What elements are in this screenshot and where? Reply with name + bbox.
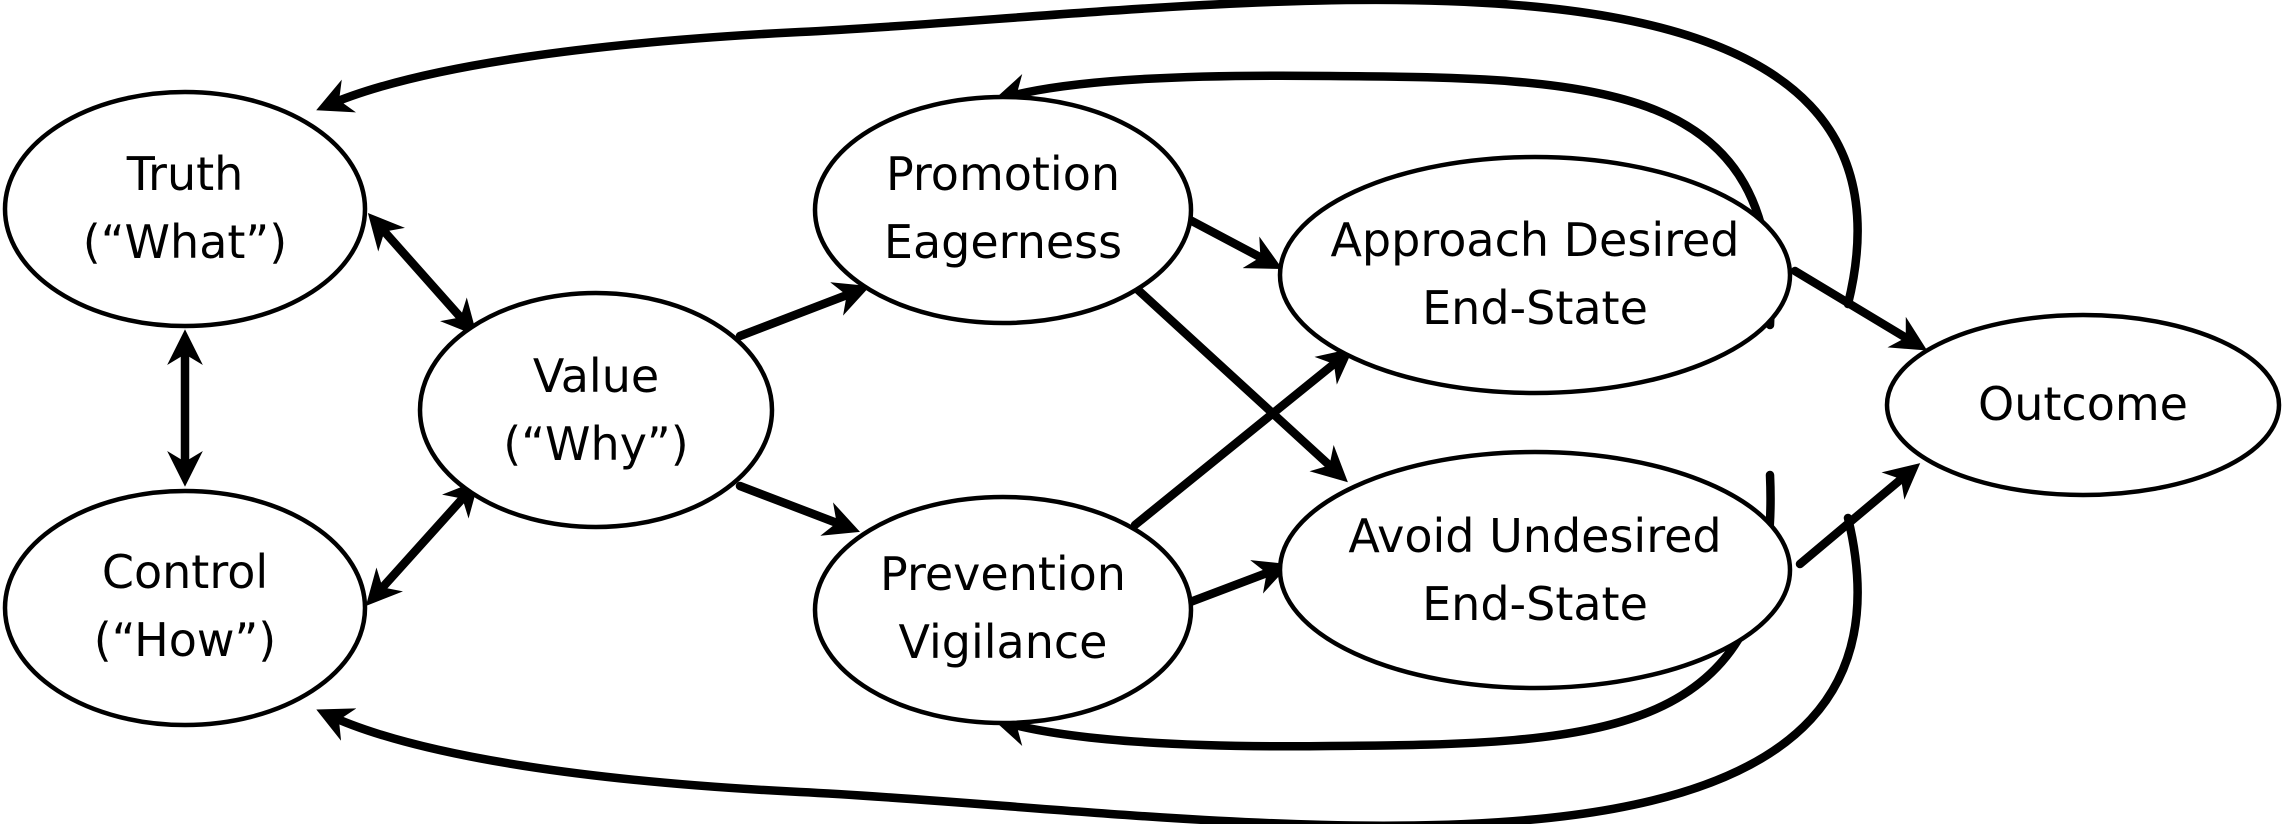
edge-promotion-approach (1185, 215, 1283, 270)
node-value-shape (417, 290, 775, 530)
node-value: Value (“Why”) (417, 290, 775, 530)
edge-value-promotion (735, 282, 871, 341)
node-prevention-line2: Vigilance (899, 615, 1108, 669)
node-control-line2: (“How”) (94, 613, 277, 667)
node-value-line2: (“Why”) (503, 417, 688, 471)
node-approach-line1: Approach Desired (1330, 213, 1739, 267)
node-truth: Truth (“What”) (2, 89, 368, 329)
node-prevention: Prevention Vigilance (812, 494, 1194, 726)
edge-outcome-promotion (992, 71, 1775, 330)
node-promotion-line2: Eagerness (884, 215, 1122, 269)
node-avoid-line2: End-State (1422, 577, 1648, 631)
node-outcome: Outcome (1884, 312, 2282, 498)
edge-approach-outcome (1790, 266, 1928, 351)
node-control-shape (2, 488, 368, 728)
node-control: Control (“How”) (2, 488, 368, 728)
edge-truth-value (367, 212, 478, 337)
node-avoid-shape (1277, 449, 1793, 691)
edge-avoid-outcome (1795, 463, 1921, 569)
edge-promotion-avoid (1132, 284, 1348, 483)
node-truth-line1: Truth (126, 147, 244, 201)
node-approach: Approach Desired End-State (1277, 154, 1793, 396)
node-promotion: Promotion Eagerness (812, 94, 1194, 326)
node-promotion-line1: Promotion (886, 147, 1120, 201)
edge-prevention-approach (1130, 348, 1354, 530)
node-value-line1: Value (533, 349, 659, 403)
edge-prevention-avoid (1180, 560, 1291, 609)
node-approach-line2: End-State (1422, 281, 1648, 335)
node-promotion-shape (812, 94, 1194, 326)
node-truth-line2: (“What”) (83, 215, 287, 269)
node-prevention-line1: Prevention (880, 547, 1126, 601)
node-outcome-shape (1884, 312, 2282, 498)
node-avoid: Avoid Undesired End-State (1277, 449, 1793, 691)
node-approach-shape (1277, 154, 1793, 396)
node-avoid-line1: Avoid Undesired (1348, 509, 1721, 563)
node-truth-shape (2, 89, 368, 329)
node-control-line1: Control (102, 545, 268, 599)
edge-control-value (365, 480, 480, 606)
edge-outcome-truth (316, 0, 1862, 309)
node-outcome-line1: Outcome (1978, 377, 2188, 431)
node-prevention-shape (812, 494, 1194, 726)
edge-value-prevention (735, 481, 861, 536)
edge-outcome-control (316, 513, 1862, 824)
